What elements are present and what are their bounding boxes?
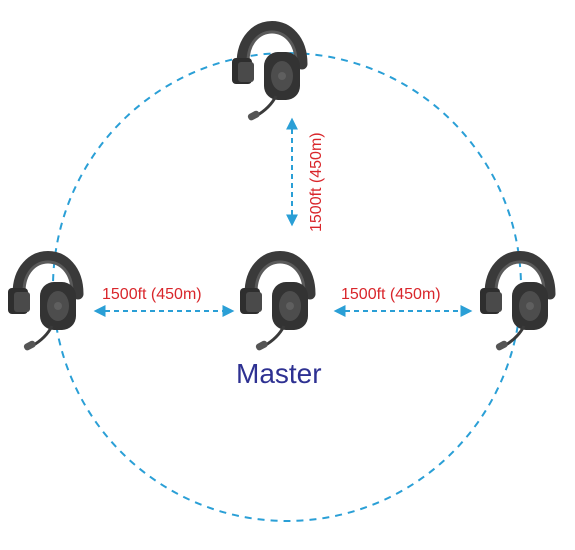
- headset-left-icon: [8, 257, 78, 352]
- master-label: Master: [236, 358, 322, 389]
- distance-label-vertical: 1500ft (450m): [308, 132, 325, 232]
- headset-master-icon: [240, 257, 310, 352]
- distance-label-left: 1500ft (450m): [102, 286, 202, 303]
- distance-label-right: 1500ft (450m): [341, 286, 441, 303]
- headset-right-icon: [480, 257, 550, 352]
- headset-top-icon: [232, 27, 302, 122]
